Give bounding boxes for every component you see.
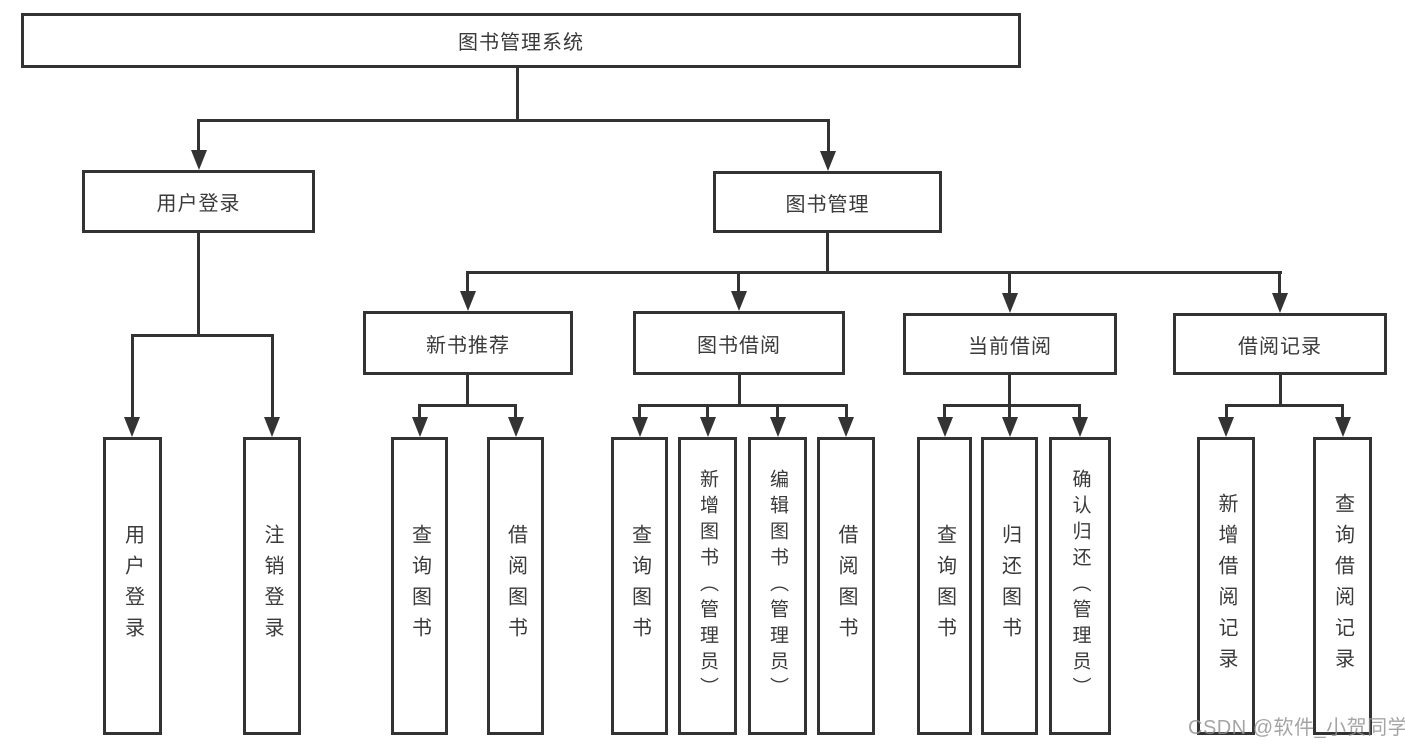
- connector-drop-borrow2: [845, 404, 848, 417]
- connector-records-rail: [1225, 404, 1344, 407]
- leaf-query-borrow-record: 查询借阅记录: [1313, 437, 1372, 735]
- connector-drop-return-books: [1008, 404, 1011, 417]
- connector-drop-confirm-return: [1078, 404, 1081, 417]
- arrowhead-borrow2: [838, 417, 854, 437]
- connector-root-rail: [198, 119, 830, 122]
- connector-drop-book-management: [827, 119, 830, 151]
- arrowhead-new-book: [460, 291, 476, 311]
- connector-drop-leaf-user-login: [131, 334, 134, 417]
- leaf-logout: 注销登录: [243, 437, 301, 735]
- connector-newbook-rail: [418, 404, 517, 407]
- arrowhead-user-login: [191, 150, 207, 170]
- arrowhead-query-record: [1335, 417, 1351, 437]
- connector-drop-add-books: [706, 404, 709, 417]
- arrowhead-edit-books: [770, 417, 786, 437]
- connector-newbook-stem: [466, 375, 469, 405]
- leaf-add-borrow-record: 新增借阅记录: [1197, 437, 1255, 735]
- connector-drop-borrow-records: [1278, 271, 1281, 293]
- arrowhead-book-management: [820, 151, 836, 171]
- connector-drop-user-login: [197, 119, 200, 150]
- leaf-user-login: 用户登录: [103, 437, 162, 735]
- connector-drop-query1: [418, 404, 421, 417]
- connector-records-stem: [1279, 375, 1282, 405]
- connector-currentborrow-stem: [1008, 375, 1011, 405]
- connector-userlogin-rail: [131, 334, 274, 337]
- arrowhead-query3: [937, 417, 953, 437]
- connector-drop-edit-books: [776, 404, 779, 417]
- connector-drop-new-book: [466, 271, 469, 291]
- connector-drop-add-record: [1225, 404, 1228, 417]
- node-root: 图书管理系统: [21, 13, 1021, 68]
- arrowhead-query2: [632, 417, 648, 437]
- arrowhead-leaf-logout: [264, 417, 280, 437]
- connector-drop-query2: [638, 404, 641, 417]
- arrowhead-add-record: [1218, 417, 1234, 437]
- arrowhead-return-books: [1002, 417, 1018, 437]
- connector-drop-query3: [943, 404, 946, 417]
- connector-drop-leaf-logout: [271, 334, 274, 417]
- connector-drop-borrow1: [514, 404, 517, 417]
- arrowhead-leaf-user-login: [124, 417, 140, 437]
- leaf-query-books-3: 查询图书: [917, 437, 972, 735]
- connector-bookborrow-stem: [738, 375, 741, 405]
- leaf-borrow-books-2: 借阅图书: [817, 437, 875, 735]
- connector-drop-current-borrow: [1008, 271, 1011, 293]
- arrowhead-book-borrow: [731, 291, 747, 311]
- leaf-borrow-books-1: 借阅图书: [487, 437, 544, 735]
- leaf-return-books: 归还图书: [981, 437, 1038, 735]
- leaf-query-books-2: 查询图书: [611, 437, 668, 735]
- arrowhead-confirm-return: [1072, 417, 1088, 437]
- arrowhead-borrow1: [508, 417, 524, 437]
- connector-drop-query-record: [1341, 404, 1344, 417]
- node-new-book-recommend: 新书推荐: [363, 311, 573, 375]
- node-user-login: 用户登录: [82, 170, 315, 233]
- connector-drop-book-borrow: [737, 271, 740, 291]
- csdn-watermark: CSDN @软件_小贺同学: [1188, 717, 1405, 739]
- arrowhead-query1: [412, 417, 428, 437]
- leaf-confirm-return-admin: 确认归还（管理员）: [1049, 437, 1111, 735]
- connector-userlogin-stem: [197, 233, 200, 335]
- arrowhead-current-borrow: [1002, 293, 1018, 313]
- connector-bookmgmt-rail: [466, 271, 1282, 274]
- node-book-management: 图书管理: [713, 171, 942, 233]
- leaf-query-books-1: 查询图书: [391, 437, 448, 735]
- connector-root-stem: [516, 68, 519, 120]
- node-borrow-records: 借阅记录: [1173, 313, 1387, 375]
- node-current-borrow: 当前借阅: [903, 313, 1117, 375]
- leaf-add-books-admin: 新增图书（管理员）: [678, 437, 737, 735]
- connector-currentborrow-rail: [943, 404, 1081, 407]
- arrowhead-borrow-records: [1272, 293, 1288, 313]
- connector-bookmgmt-stem: [826, 233, 829, 272]
- leaf-edit-books-admin: 编辑图书（管理员）: [748, 437, 807, 735]
- connector-bookborrow-rail: [638, 404, 846, 407]
- node-book-borrow: 图书借阅: [633, 311, 845, 375]
- arrowhead-add-books: [700, 417, 716, 437]
